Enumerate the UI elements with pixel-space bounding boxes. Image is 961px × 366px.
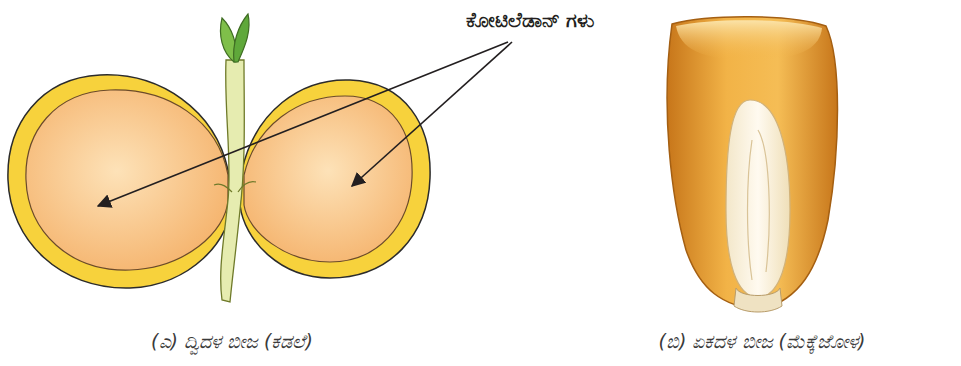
leader-arrow: [98, 42, 508, 206]
figure-caption: (ಎ) ದ್ವಿದಳ ಬೀಜ (ಕಡಲೆ): [151, 330, 313, 353]
figure-caption: (ಬಿ) ಏಕದಳ ಬೀಜ (ಮೆಕ್ಕೆಜೋಳ): [659, 330, 866, 353]
part-label: ಕೋಟಿಲೆಡಾನ್ ಗಳು: [466, 8, 594, 32]
monocot-seed: [667, 17, 837, 312]
leader-arrow: [352, 42, 512, 186]
